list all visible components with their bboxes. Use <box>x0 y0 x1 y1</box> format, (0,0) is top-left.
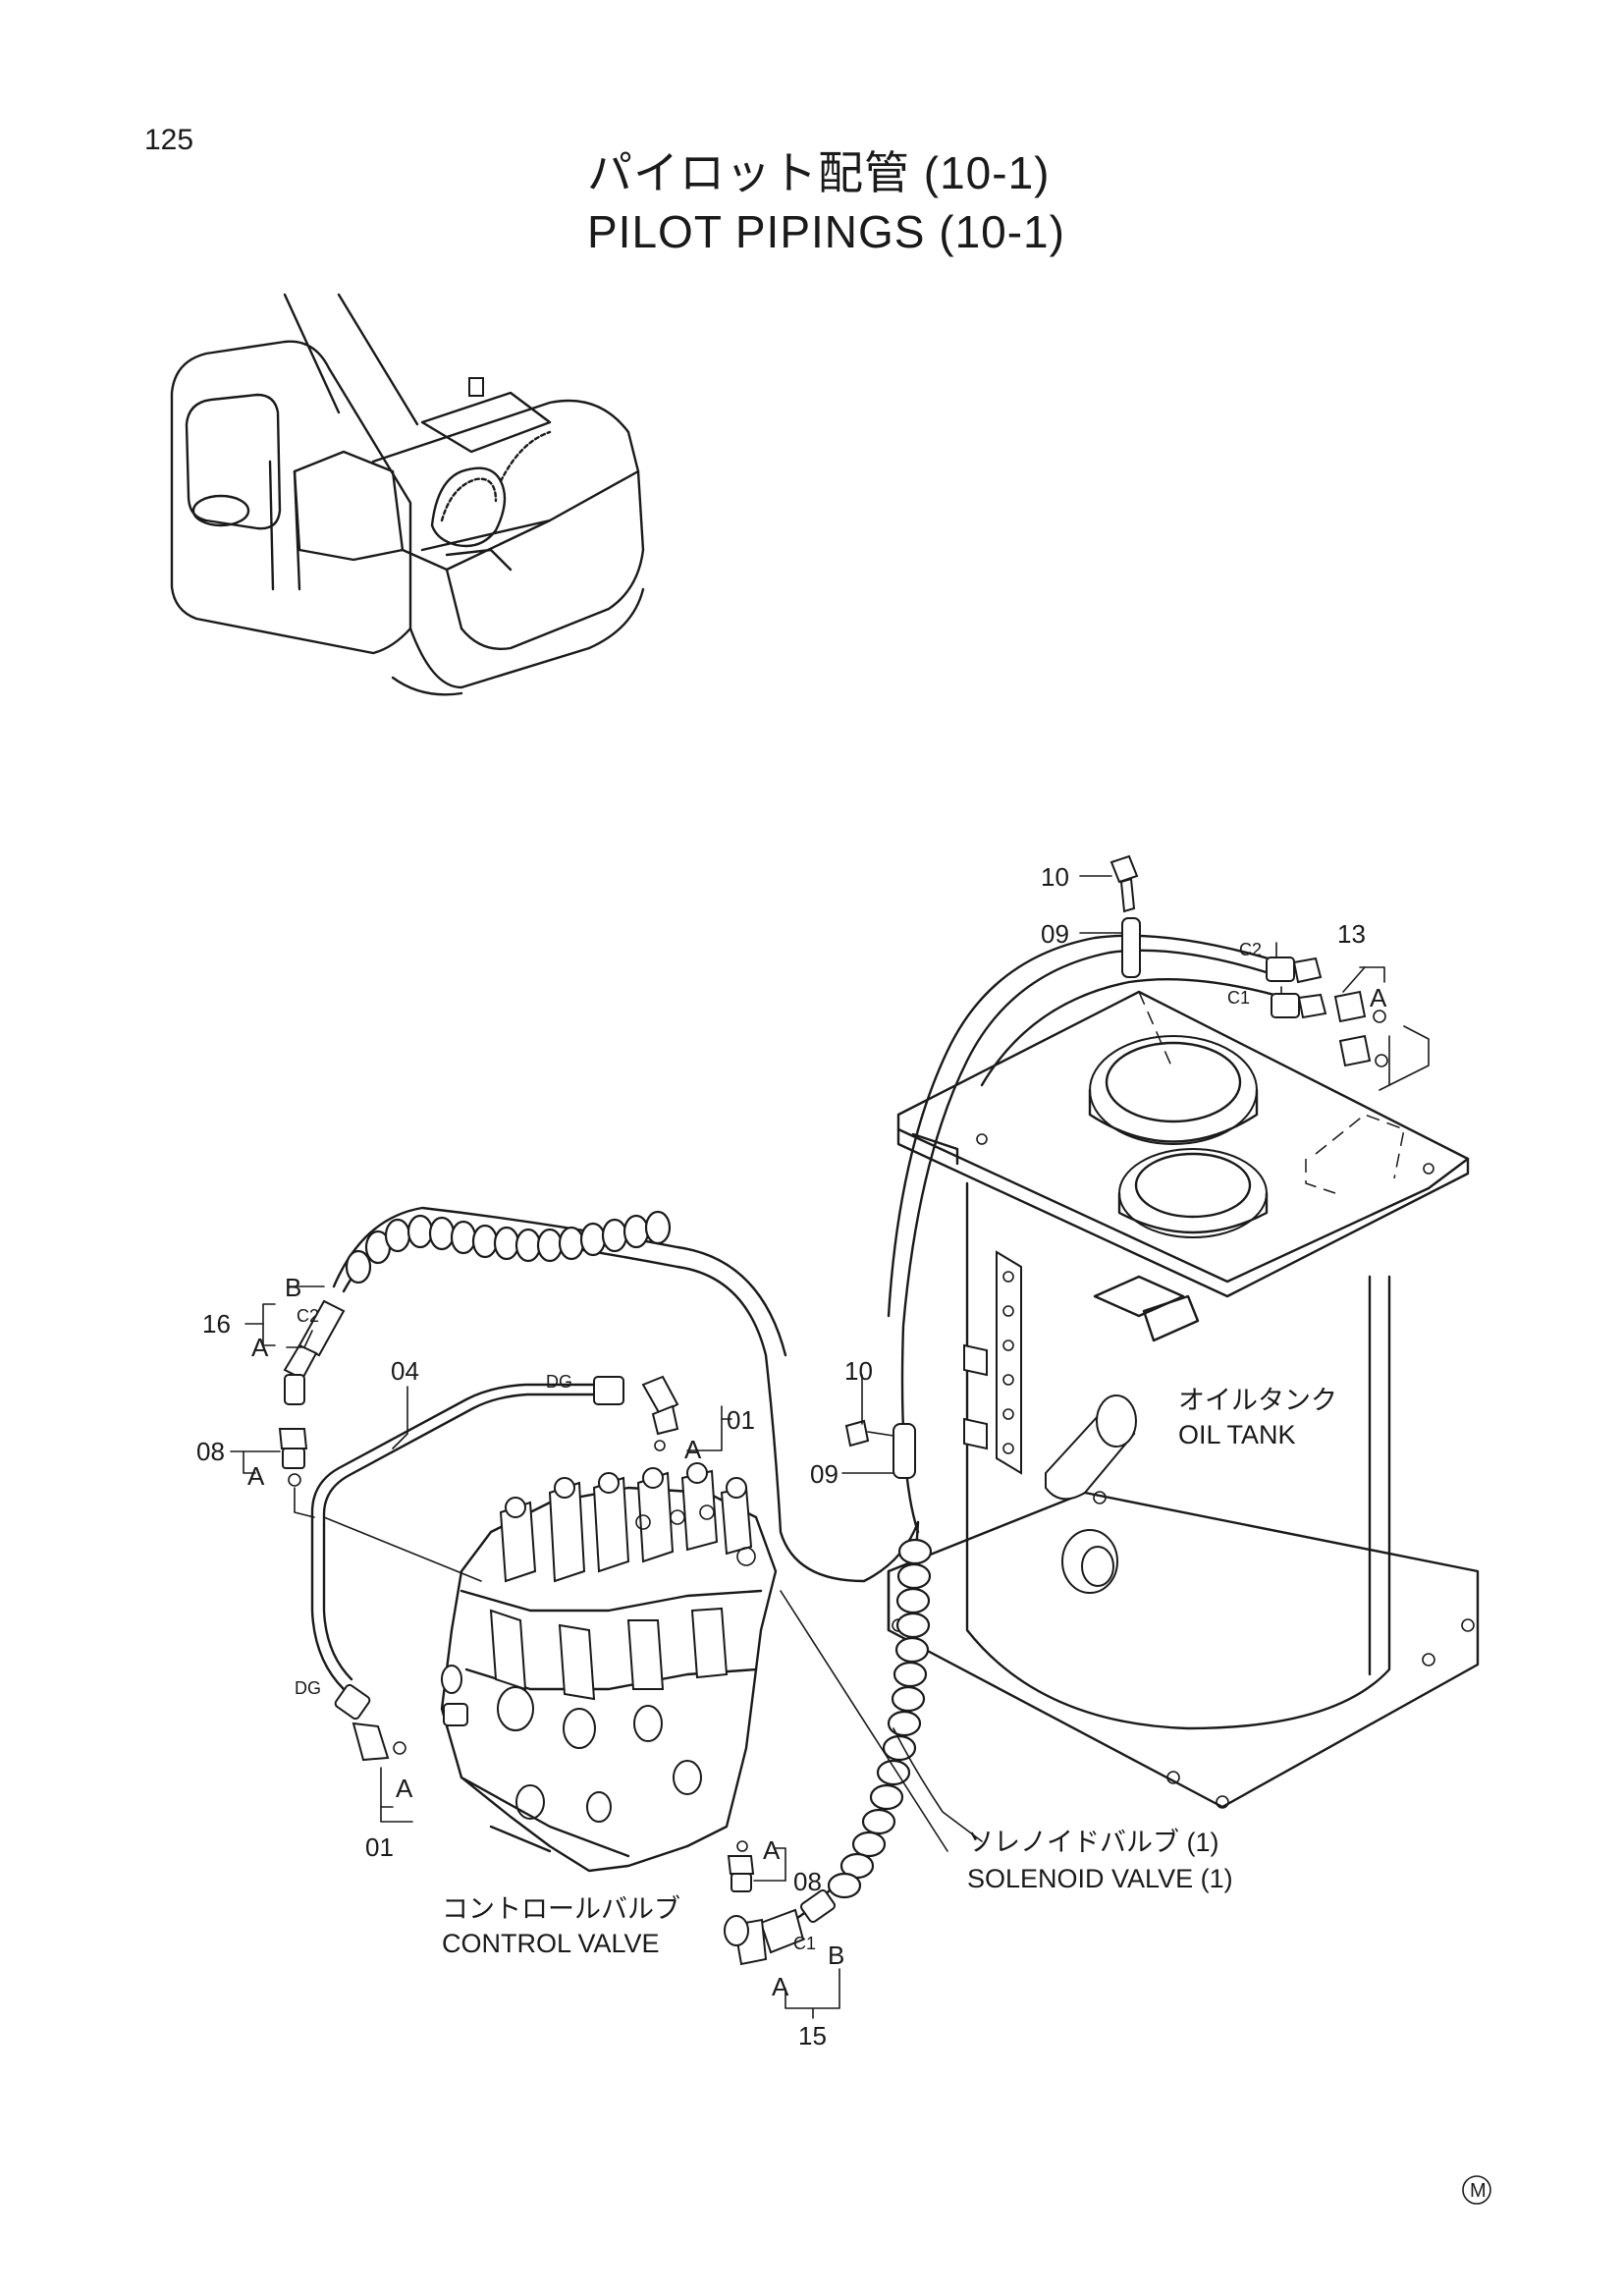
part-number-01-bottom: 01 <box>365 1832 394 1862</box>
oil-tank-drawing <box>887 990 1480 1809</box>
manufacturer-mark-letter: M <box>1470 2180 1487 2202</box>
control-valve-label-en: CONTROL VALVE <box>442 1929 660 1958</box>
mark-a-15: A <box>772 1972 789 2001</box>
manufacturer-mark: M <box>1462 2175 1491 2205</box>
part-number-04: 04 <box>391 1356 419 1386</box>
mark-dg-top: DG <box>546 1372 572 1392</box>
mark-dg-left: DG <box>295 1678 321 1698</box>
mark-b-16: B <box>285 1273 301 1302</box>
title-japanese: パイロット配管 (10-1) <box>587 147 1050 198</box>
mark-c2-hose: C2 <box>297 1306 319 1326</box>
mark-a-08-left: A <box>247 1461 265 1491</box>
mark-c1-tank: C1 <box>1227 988 1250 1008</box>
page-number: 125 <box>144 124 193 156</box>
mark-a-16: A <box>251 1333 269 1362</box>
mark-c1-hose: C1 <box>793 1934 816 1953</box>
labels: 10 09 13 C2 C1 A 16 B A C2 04 DG 01 A 08… <box>196 862 1387 2050</box>
mark-b-15: B <box>828 1941 844 1970</box>
solenoid-valve-label-en: SOLENOID VALVE (1) <box>967 1864 1233 1893</box>
pilot-hose-15 <box>724 1419 933 1966</box>
oil-tank-label-jp: オイルタンク <box>1178 1386 1337 1415</box>
solenoid-valve-label-jp: ソレノイドバルブ (1) <box>967 1828 1219 1857</box>
mark-a-13: A <box>1370 983 1387 1012</box>
title-english: PILOT PIPINGS (10-1) <box>587 206 1065 257</box>
mark-a-01-bottom: A <box>396 1774 413 1803</box>
mark-c2-tank: C2 <box>1239 940 1262 959</box>
part-number-15: 15 <box>798 2021 827 2050</box>
pilot-pipe-04 <box>310 1375 679 1762</box>
part-number-08-bottom: 08 <box>793 1867 822 1896</box>
adapter-08-left <box>278 1428 308 1487</box>
part-number-09-mid: 09 <box>810 1459 839 1489</box>
part-number-10-top: 10 <box>1041 862 1069 892</box>
excavator-inset-illustration <box>170 293 645 696</box>
oil-tank-label-en: OIL TANK <box>1178 1420 1296 1449</box>
part-number-09-top: 09 <box>1041 919 1069 949</box>
part-number-10-mid: 10 <box>844 1356 873 1386</box>
part-number-13: 13 <box>1337 919 1366 949</box>
part-number-01-top: 01 <box>727 1405 755 1435</box>
control-valve-drawing <box>440 1462 778 1873</box>
pilot-hose-c1-c2-tank <box>887 854 1388 1534</box>
pilot-hose-16 <box>283 1206 920 1583</box>
part-number-16: 16 <box>202 1309 231 1339</box>
adapter-08-bottom <box>727 1840 755 1892</box>
leader-lines <box>230 875 1430 2019</box>
mark-a-01-top: A <box>684 1435 702 1464</box>
mark-a-08-bottom: A <box>763 1835 781 1865</box>
control-valve-label-jp: コントロールバルブ <box>442 1894 680 1924</box>
part-number-08-left: 08 <box>196 1437 225 1466</box>
